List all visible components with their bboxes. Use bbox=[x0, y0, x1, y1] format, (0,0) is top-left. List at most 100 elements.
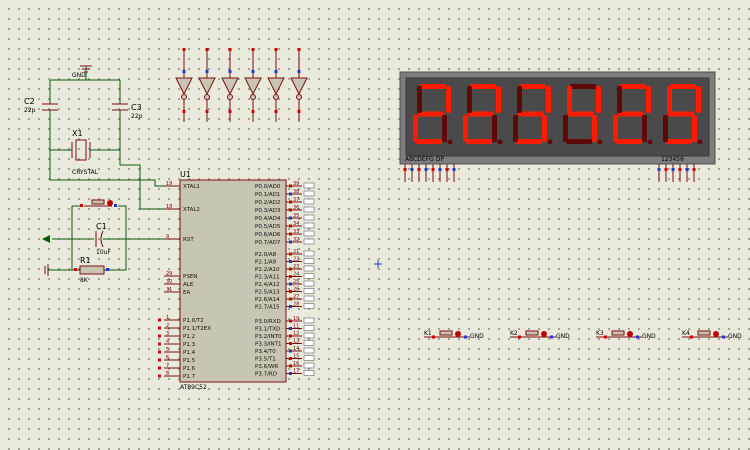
segment-dp bbox=[647, 139, 653, 145]
inverter-gate[interactable] bbox=[198, 48, 216, 122]
resistor-r1[interactable]: R1 8K bbox=[52, 256, 126, 284]
pin-state bbox=[289, 267, 292, 271]
capacitor-c1[interactable]: C1 10uF bbox=[52, 222, 175, 256]
net-label bbox=[303, 238, 315, 245]
inverter-gate[interactable] bbox=[290, 48, 308, 122]
crystal-x1[interactable]: X1 CRYSTAL bbox=[50, 129, 120, 176]
display-segment-pin[interactable] bbox=[417, 164, 421, 182]
display-digit bbox=[613, 84, 653, 145]
inverter-gate[interactable] bbox=[244, 48, 262, 122]
pin-name: P1.5 bbox=[183, 358, 196, 364]
reset-button[interactable] bbox=[80, 199, 117, 207]
display-segment-pin[interactable] bbox=[431, 164, 435, 182]
pin-number: 16 bbox=[293, 361, 299, 367]
pin-name: P1.7 bbox=[183, 374, 196, 380]
display-digit-pin[interactable] bbox=[657, 164, 661, 182]
display-segment-pin[interactable] bbox=[452, 164, 456, 182]
pin-state bbox=[464, 335, 467, 339]
inverter-gate[interactable] bbox=[267, 48, 285, 122]
display-digit-pin[interactable] bbox=[692, 164, 696, 182]
segment-dp bbox=[697, 139, 703, 145]
pin-number: 37 bbox=[293, 197, 299, 203]
display-digit-pin[interactable] bbox=[671, 164, 675, 182]
segment-b bbox=[546, 86, 551, 113]
display-digit bbox=[513, 84, 553, 145]
power-terminal[interactable] bbox=[42, 235, 50, 243]
display-digit-pin[interactable] bbox=[678, 164, 682, 182]
segment-label: ABCDEFG DP bbox=[405, 156, 444, 163]
display-segment-pin[interactable] bbox=[424, 164, 428, 182]
display-segment-pin[interactable] bbox=[403, 164, 407, 182]
pin-state bbox=[604, 335, 607, 339]
display-segment-pin[interactable] bbox=[410, 164, 414, 182]
display-digit-pin[interactable] bbox=[685, 164, 689, 182]
inverter-gate[interactable] bbox=[175, 48, 193, 122]
pin-state bbox=[289, 319, 292, 323]
segment-a bbox=[520, 84, 546, 89]
display-segment-pin[interactable] bbox=[438, 164, 442, 182]
pin-name: P1.3 bbox=[183, 342, 196, 348]
pin-state bbox=[432, 335, 435, 339]
reset-circuit: C1 10uF R1 8K bbox=[42, 199, 175, 284]
gnd-symbol[interactable]: GND bbox=[72, 65, 92, 80]
net-label bbox=[303, 295, 315, 302]
pin-number: 28 bbox=[293, 302, 299, 308]
segment-e bbox=[613, 115, 618, 142]
segment-b bbox=[646, 86, 651, 113]
pin-state bbox=[158, 318, 161, 322]
pin-number: 13 bbox=[293, 339, 299, 345]
capacitor-c3[interactable]: C3 22p bbox=[112, 80, 143, 165]
capacitor-c2[interactable]: C2 22p bbox=[24, 80, 58, 150]
display-digit-pin[interactable] bbox=[664, 164, 668, 182]
pin-name: P2.3/A11 bbox=[255, 275, 280, 281]
pin-state bbox=[289, 232, 292, 236]
seven-segment-display[interactable]: ABCDEFG DP 123456 bbox=[399, 71, 716, 182]
display-segment-pin[interactable] bbox=[445, 164, 449, 182]
inverter-gate[interactable] bbox=[221, 48, 239, 122]
pin-state bbox=[671, 168, 675, 171]
